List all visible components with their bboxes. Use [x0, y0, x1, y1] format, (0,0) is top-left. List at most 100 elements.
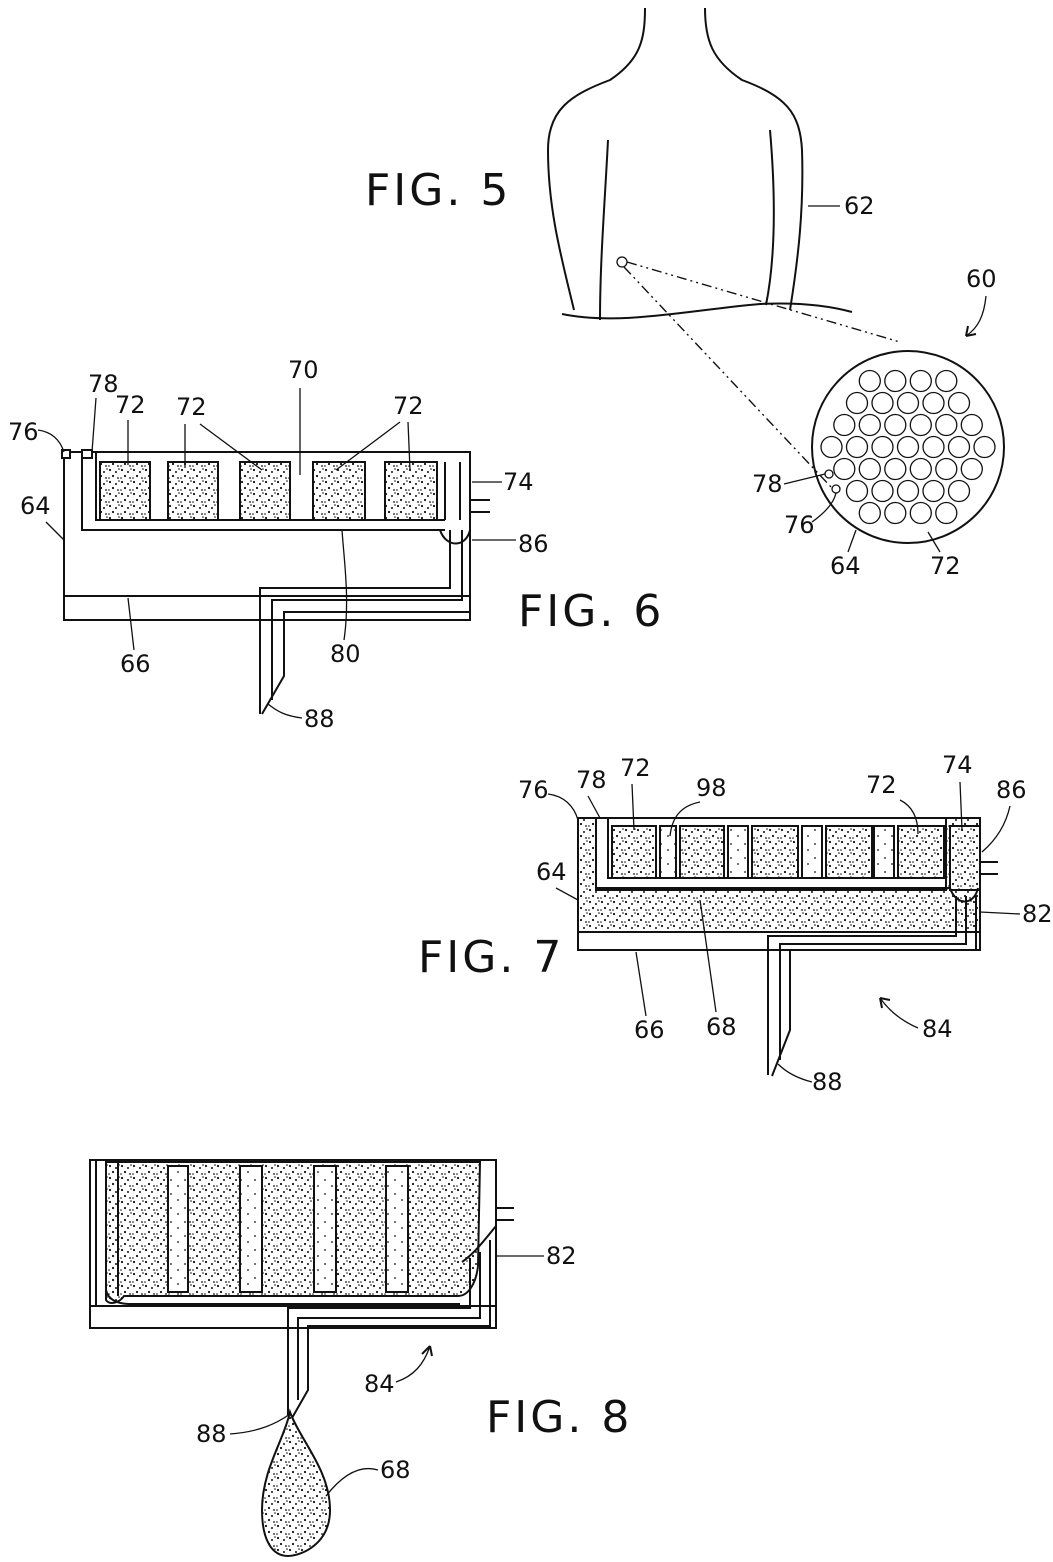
ref-78-fig7: 78: [576, 766, 607, 794]
patch-hole: [871, 435, 894, 459]
patch-hole: [845, 479, 869, 503]
ref-98-fig7: 98: [696, 774, 727, 802]
patch-hole: [858, 369, 881, 393]
patch-hole: [896, 435, 920, 459]
patch-hole: [922, 479, 945, 503]
patch-hole: [896, 391, 920, 415]
leader-76-fig5: [811, 492, 837, 523]
patch-hole: [884, 413, 907, 437]
patch-hole: [858, 457, 881, 481]
figure-7: 78 72 98 72 74 86 76 64 82 FIG. 7 66 68 …: [418, 751, 1053, 1096]
ref-66-fig6: 66: [120, 650, 151, 678]
patch-hole: [922, 435, 945, 459]
ref-82-fig7: 82: [1022, 900, 1053, 928]
ref-86-fig6: 86: [518, 530, 549, 558]
ref-62: 62: [844, 192, 875, 220]
patch-hole: [896, 479, 920, 503]
patch-hole: [935, 369, 958, 393]
patch-hole: [833, 413, 856, 437]
patch-hole: [871, 479, 894, 503]
leader-68-fig8: [325, 1468, 379, 1497]
leader-64-fig7: [555, 887, 579, 901]
patch-array: [811, 350, 1005, 544]
patch-hole: [845, 435, 869, 459]
patch-hole: [909, 369, 932, 393]
ref-78-fig6: 78: [88, 370, 119, 398]
fig5-title: FIG. 5: [365, 165, 511, 216]
patch-hole: [909, 501, 932, 525]
patch-hole: [845, 391, 869, 415]
ref-70-fig6: 70: [288, 356, 319, 384]
leader-88-fig6: [267, 703, 303, 719]
ref-66-fig7: 66: [634, 1016, 665, 1044]
fig6-title: FIG. 6: [518, 586, 664, 637]
ref-68-fig7: 68: [706, 1013, 737, 1041]
patch-hole: [935, 501, 958, 525]
leader-68-fig7: [699, 899, 717, 1013]
patch-hole: [909, 413, 932, 437]
ref-72b-fig6: 72: [176, 393, 207, 421]
arrow-60: [965, 325, 977, 337]
leader-76-fig6: [37, 429, 65, 453]
patch-hole: [884, 457, 907, 481]
patch-hole: [935, 413, 958, 437]
arrow-84-fig7: [879, 997, 891, 1009]
fig8-title: FIG. 8: [486, 1392, 632, 1443]
projection-line-lower: [623, 266, 833, 489]
ref-80-fig6: 80: [330, 640, 361, 668]
figure-5: FIG. 5 62 60 78 76 64 72: [365, 7, 1005, 580]
leader-88-fig7: [777, 1063, 813, 1083]
patch-hole: [858, 413, 881, 437]
patch-hole: [884, 501, 907, 525]
leader-78-fig7: [587, 795, 601, 819]
leader-72c-fig6: [335, 421, 411, 471]
ref-60: 60: [966, 265, 997, 293]
leader-78-fig5: [783, 473, 826, 485]
leader-66-fig6: [127, 597, 135, 651]
ref-82-fig8: 82: [546, 1242, 577, 1270]
patch-hole: [947, 479, 971, 503]
patch-hole: [947, 435, 971, 459]
figure-8: 82 84 FIG. 8 88 68: [89, 1159, 632, 1558]
torso-outline: [546, 7, 853, 321]
ref-72c-fig6: 72: [393, 392, 424, 420]
patch-hole: [960, 413, 983, 437]
figure-6: 78 72 72 70 72 76 74 64 86 FIG. 6 80 66 …: [8, 356, 664, 733]
leader-84-fig7: [879, 997, 919, 1029]
patch-hole: [820, 435, 843, 459]
ref-72b-fig7: 72: [866, 771, 897, 799]
patch-hole: [909, 457, 932, 481]
patch-hole: [833, 457, 856, 481]
ref-72a-fig7: 72: [620, 754, 651, 782]
ref-88-fig8: 88: [196, 1420, 227, 1448]
ref-88-fig7: 88: [812, 1068, 843, 1096]
patch-hole: [884, 369, 907, 393]
leader-74-fig7: [959, 781, 963, 831]
ref-76-fig6: 76: [8, 418, 39, 446]
leader-82-fig7: [979, 911, 1021, 915]
fig7-title: FIG. 7: [418, 932, 564, 983]
ref-76-fig5: 76: [784, 511, 815, 539]
leader-84-fig8: [395, 1345, 431, 1383]
leader-76-fig7: [547, 793, 579, 821]
leader-72-fig5: [927, 531, 941, 553]
leader-98-fig7: [669, 801, 701, 837]
ref-74-fig7: 74: [942, 751, 973, 779]
ref-78-fig5: 78: [752, 470, 783, 498]
projection-line-upper: [626, 261, 901, 343]
ref-64-fig6: 64: [20, 492, 51, 520]
ref-68-fig8: 68: [380, 1456, 411, 1484]
leader-72b-fig6: [184, 423, 263, 471]
leader-72b-fig7: [899, 799, 919, 835]
ref-86-fig7: 86: [996, 776, 1027, 804]
patch-hole: [973, 435, 996, 459]
ref-84-fig8: 84: [364, 1370, 395, 1398]
leader-80-fig6: [341, 529, 348, 641]
ref-76-fig7: 76: [518, 776, 549, 804]
leader-64-fig5: [847, 529, 857, 553]
leader-86-fig7: [981, 805, 1011, 853]
patch-hole: [960, 457, 983, 481]
patch-hole: [935, 457, 958, 481]
ref-88-fig6: 88: [304, 705, 335, 733]
